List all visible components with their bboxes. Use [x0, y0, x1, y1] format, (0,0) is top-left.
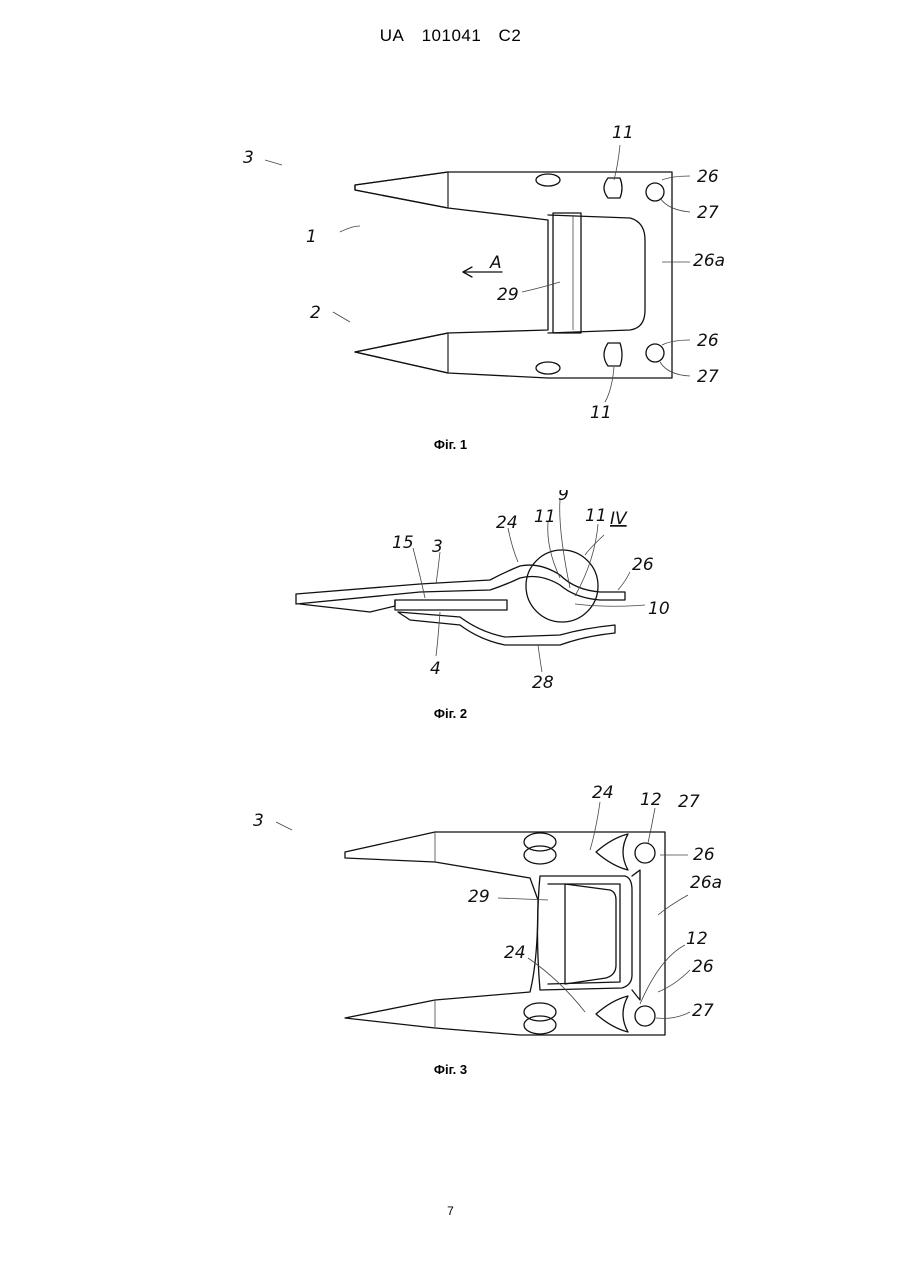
fig3-label-26a: 26a — [690, 873, 722, 893]
fig1-label-3: 3 — [243, 148, 254, 168]
fig1-label-27-top: 27 — [697, 203, 719, 223]
figure-2-caption: Фіг. 2 — [0, 706, 901, 721]
figure-1-caption: Фіг. 1 — [0, 437, 901, 452]
fig1-label-11-bottom: 11 — [590, 403, 612, 423]
fig2-label-9: 9 — [558, 490, 569, 505]
figure-1-drawing: 3 1 2 A 29 11 11 26 27 26a 26 27 — [0, 110, 901, 440]
figure-2-drawing: 15 3 24 11 9 11 IV 26 10 4 28 — [0, 490, 901, 695]
header-number: 101041 — [422, 26, 482, 45]
fig3-label-27-bottom: 27 — [692, 1001, 714, 1021]
fig1-label-26-top: 26 — [697, 167, 719, 187]
fig2-label-10: 10 — [648, 599, 670, 619]
fig2-label-28: 28 — [532, 673, 554, 693]
fig1-label-A: A — [489, 253, 502, 273]
figure-3-drawing: 3 24 12 27 26 29 26a 24 12 26 27 — [0, 780, 901, 1065]
fig2-label-26: 26 — [632, 555, 654, 575]
header-kind: C2 — [499, 26, 522, 45]
fig2-label-IV: IV — [610, 509, 628, 529]
fig1-label-11-top: 11 — [612, 123, 634, 143]
fig1-label-26a: 26a — [693, 251, 725, 271]
patent-header: UA 101041 C2 — [0, 26, 901, 46]
fig1-label-26-bottom: 26 — [697, 331, 719, 351]
fig3-label-26-bottom: 26 — [692, 957, 714, 977]
fig3-label-27-top: 27 — [678, 792, 700, 812]
fig2-label-11b: 11 — [585, 506, 607, 526]
figure-3-caption: Фіг. 3 — [0, 1062, 901, 1077]
fig3-label-29: 29 — [468, 887, 490, 907]
fig3-label-3: 3 — [253, 811, 264, 831]
fig1-label-1: 1 — [306, 227, 317, 247]
header-office: UA — [380, 26, 405, 45]
fig2-label-4: 4 — [430, 659, 441, 679]
fig2-label-11a: 11 — [534, 507, 556, 527]
fig2-label-24: 24 — [496, 513, 518, 533]
fig3-label-12-top: 12 — [640, 790, 662, 810]
page-number: 7 — [0, 1204, 901, 1218]
fig2-label-3: 3 — [432, 537, 443, 557]
fig2-label-15: 15 — [392, 533, 414, 553]
fig1-label-29: 29 — [497, 285, 519, 305]
fig1-label-2: 2 — [310, 303, 321, 323]
fig1-label-27-bottom: 27 — [697, 367, 719, 387]
fig3-label-24-mid: 24 — [504, 943, 526, 963]
fig3-label-26-top: 26 — [693, 845, 715, 865]
fig3-label-12-bottom: 12 — [686, 929, 708, 949]
fig3-label-24-top: 24 — [592, 783, 614, 803]
